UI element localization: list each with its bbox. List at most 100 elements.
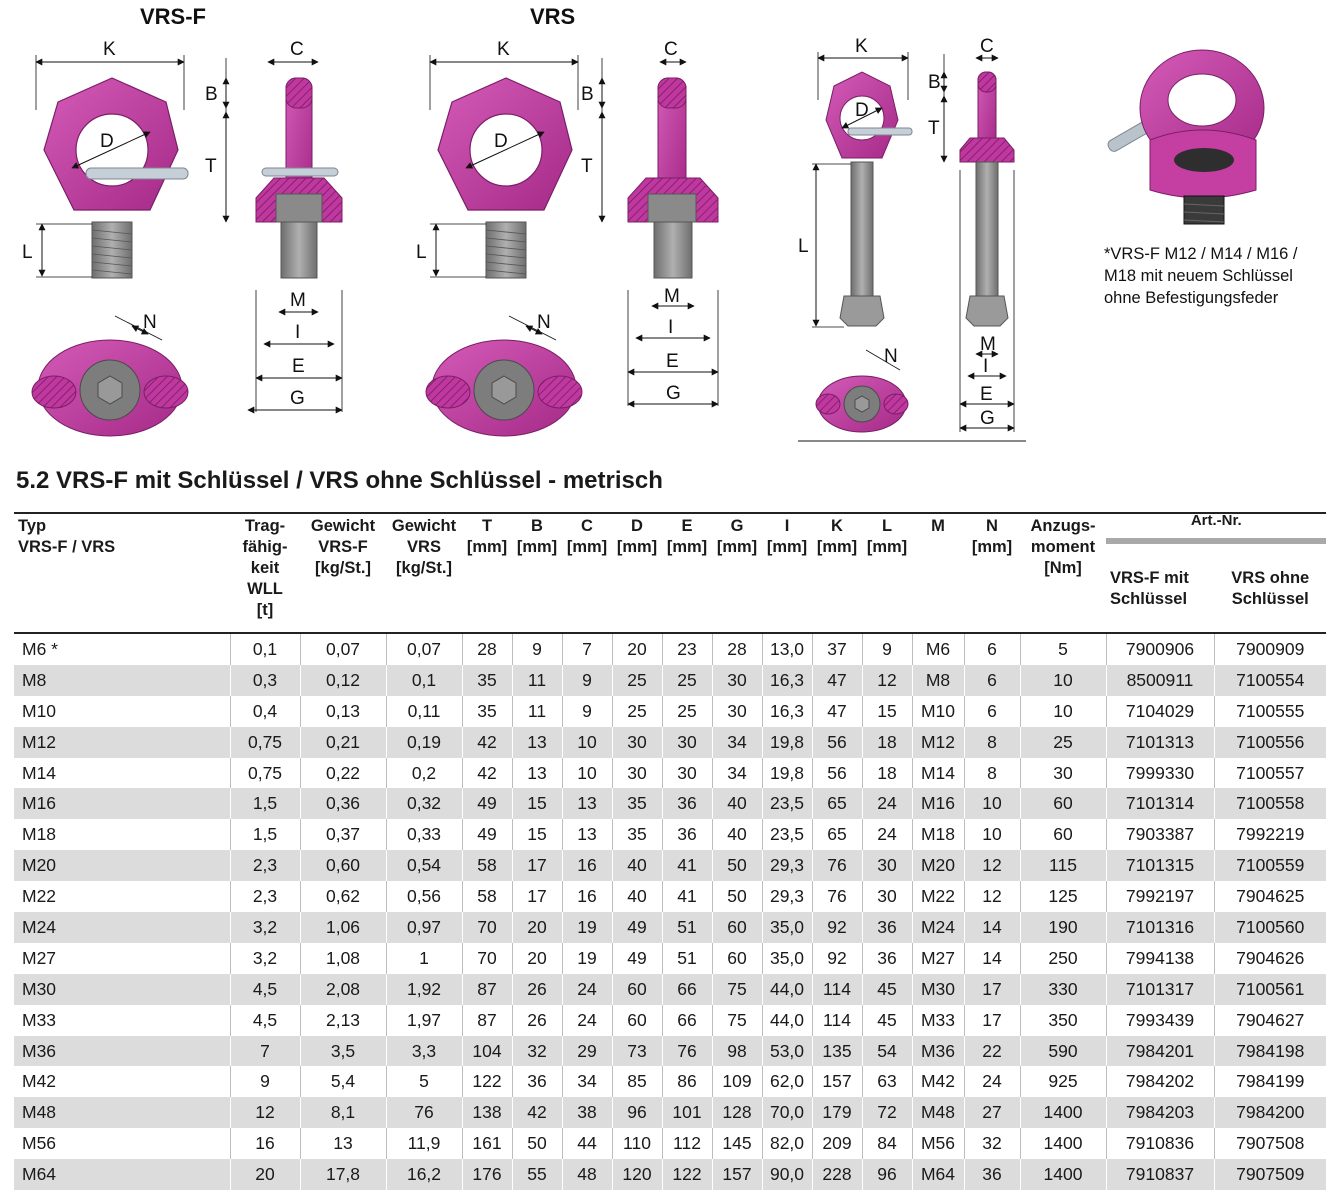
dim-g-label-1: G [290,388,305,409]
cell-k: 47 [811,664,862,696]
cell-k: 65 [811,788,862,820]
cell-e: 51 [661,912,712,943]
cell-typ: M36 [14,1035,230,1067]
cell-weight-vrsf: 1,06 [299,912,386,943]
cell-i: 19,8 [761,757,812,789]
cell-b: 42 [511,1097,562,1129]
cell-artnr-vrs: 7100559 [1213,850,1326,882]
cell-l: 36 [861,912,912,943]
cell-g: 28 [711,633,762,665]
header-torque: Anzugs- moment [Nm] [1019,513,1106,633]
cell-torque: 925 [1019,1066,1106,1098]
cell-d: 35 [611,819,662,851]
cell-wll: 0,4 [229,695,300,727]
cell-wll: 20 [229,1159,300,1190]
header-t: T [mm] [461,513,512,633]
header-c: C [mm] [561,513,612,633]
cell-torque: 125 [1019,881,1106,913]
cell-e: 86 [661,1066,712,1098]
cell-t: 49 [461,788,512,820]
dim-c-label: C [290,39,304,60]
cell-wll: 3,2 [229,912,300,943]
header-wll: Trag- fähig- keit WLL [t] [229,513,300,633]
dim-d-label: D [100,131,114,152]
cell-weight-vrsf: 0,36 [299,788,386,820]
cell-artnr-vrsf: 7903387 [1105,819,1214,851]
cell-k: 76 [811,850,862,882]
cell-g: 30 [711,664,762,696]
cell-artnr-vrsf: 7101313 [1105,726,1214,758]
cell-d: 35 [611,788,662,820]
cell-k: 37 [811,633,862,665]
cell-m: M18 [911,819,964,851]
cell-m: M27 [911,942,964,974]
cell-t: 161 [461,1128,512,1160]
cell-e: 41 [661,881,712,913]
dim-n-label-3: N [884,346,898,367]
cell-g: 128 [711,1097,762,1129]
cell-c: 16 [561,850,612,882]
cell-b: 36 [511,1066,562,1098]
dim-e-label-2: E [666,351,679,372]
cell-typ: M18 [22,824,57,845]
cell-k: 228 [811,1159,862,1190]
cell-k: 157 [811,1066,862,1098]
cell-b: 11 [511,695,562,727]
cell-typ: M10 [22,700,57,721]
cell-artnr-vrs: 7984199 [1213,1066,1326,1098]
cell-weight-vrsf: 1,08 [299,942,386,974]
cell-l: 63 [861,1066,912,1098]
cell-weight-vrsf: 0,13 [299,695,386,727]
dim-m-label-1: M [290,290,306,311]
cell-i: 70,0 [761,1097,812,1129]
long-bolt-drawing-group: K D L C B T M I E G [798,36,1026,442]
cell-wll: 1,5 [229,819,300,851]
cell-g: 50 [711,850,762,882]
cell-n: 12 [963,850,1020,882]
cell-k: 114 [811,1004,862,1036]
cell-k: 92 [811,912,862,943]
cell-weight-vrs: 1,92 [385,973,462,1005]
cell-l: 96 [861,1159,912,1190]
cell-e: 36 [661,788,712,820]
cell-weight-vrs: 5 [385,1066,462,1098]
cell-artnr-vrs: 7984200 [1213,1097,1326,1129]
cell-d: 40 [611,850,662,882]
cell-l: 84 [861,1128,912,1160]
cell-m: M8 [911,664,964,696]
cell-g: 157 [711,1159,762,1190]
cell-l: 15 [861,695,912,727]
cell-b: 13 [511,726,562,758]
header-weight-vrs: Gewicht VRS [kg/St.] [385,513,462,633]
cell-m: M16 [911,788,964,820]
cell-d: 49 [611,942,662,974]
cell-g: 30 [711,695,762,727]
table-header: Typ VRS-F / VRS Trag- fähig- keit WLL [t… [14,513,1326,633]
dim-t-label-2: T [581,156,593,177]
cell-typ: M33 [22,1009,57,1030]
cell-n: 10 [963,819,1020,851]
dim-l-label-3: L [798,236,809,257]
cell-wll: 0,3 [229,664,300,696]
cell-wll: 2,3 [229,850,300,882]
dim-i-label-2: I [668,317,673,338]
cell-weight-vrsf: 0,21 [299,726,386,758]
cell-m: M48 [911,1097,964,1129]
cell-e: 30 [661,726,712,758]
cell-t: 70 [461,912,512,943]
dim-k-label: K [103,39,116,60]
cell-i: 62,0 [761,1066,812,1098]
cell-c: 44 [561,1128,612,1160]
cell-b: 32 [511,1035,562,1067]
cell-i: 23,5 [761,788,812,820]
header-l: L [mm] [861,513,912,633]
cell-t: 87 [461,973,512,1005]
cell-b: 20 [511,942,562,974]
cell-torque: 190 [1019,912,1106,943]
